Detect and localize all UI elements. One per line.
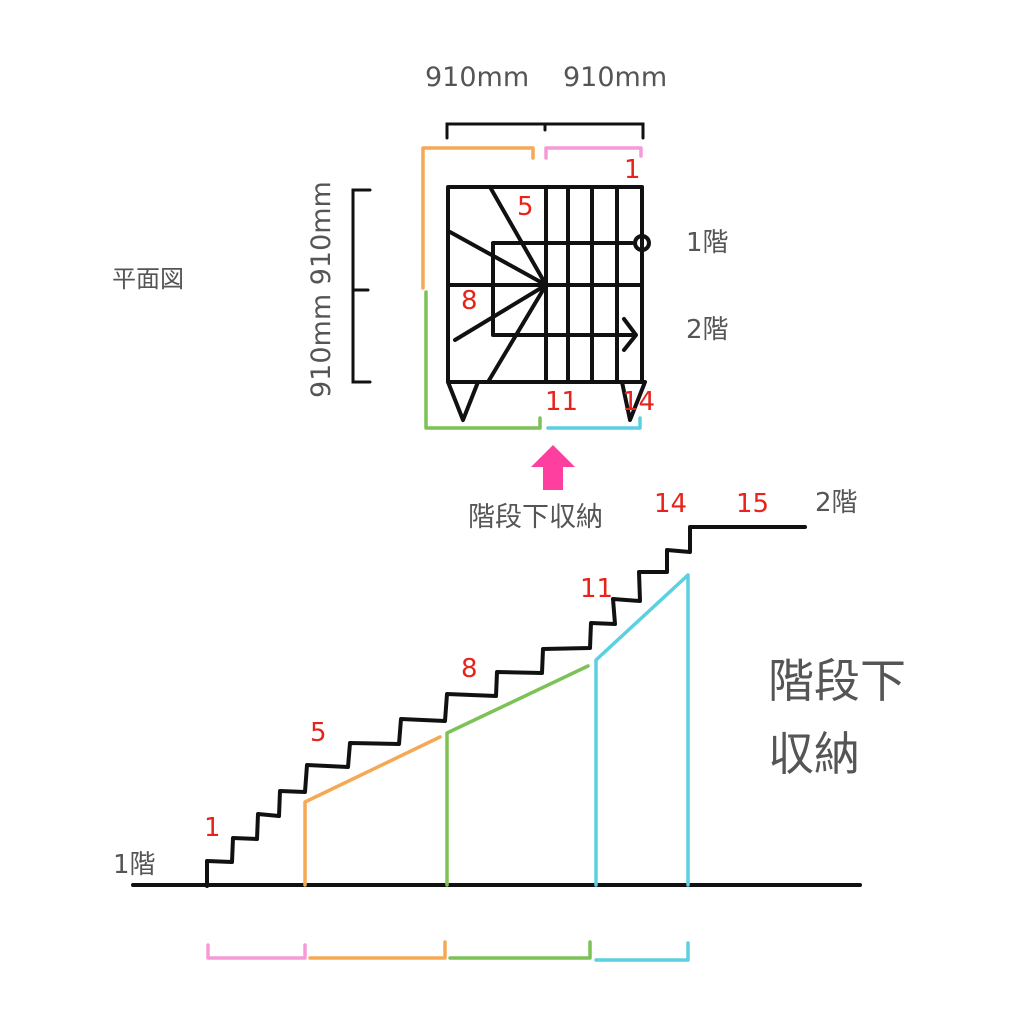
- section-step-11: 11: [580, 574, 613, 604]
- bracket-green: [448, 940, 592, 960]
- triangle-markers-icon: [446, 380, 647, 422]
- start-circle-icon: [633, 234, 651, 252]
- bracket-pink: [206, 943, 307, 960]
- dim-side: 910mm 910mm: [306, 181, 337, 398]
- plan-floor1: 1階: [686, 228, 729, 258]
- storage-green: [445, 664, 590, 887]
- section-storage-line1: 階段下: [768, 654, 906, 708]
- bracket-orange: [308, 940, 447, 960]
- plan-step-8: 8: [461, 286, 478, 316]
- bracket-pink-plan: [544, 146, 643, 160]
- section-storage-line2: 収納: [768, 727, 860, 781]
- plan-step-11: 11: [545, 387, 578, 417]
- arrow-up-icon: [531, 445, 575, 490]
- section-step-15: 15: [736, 489, 769, 519]
- stair-plan: [446, 185, 651, 422]
- bracket-orange-plan: [421, 146, 535, 290]
- bracket-cyan-plan: [546, 416, 642, 430]
- section-step-14: 14: [654, 489, 687, 519]
- plan-floor2: 2階: [686, 315, 729, 345]
- bracket-green-plan: [424, 290, 542, 430]
- dim-line-top: [445, 122, 645, 140]
- winder-lines: [448, 185, 548, 384]
- storage-cyan: [594, 573, 690, 887]
- plan-storage-label: 階段下収納: [468, 502, 603, 533]
- storage-orange: [303, 735, 442, 887]
- section-floor1: 1階: [113, 850, 156, 880]
- section-step-5: 5: [310, 718, 327, 748]
- section-step-8: 8: [461, 654, 478, 684]
- plan-step-1: 1: [624, 155, 641, 185]
- dim-top-left: 910mm: [425, 62, 529, 93]
- direction-arrow-icon: [491, 241, 638, 352]
- dim-line-side: [351, 188, 372, 384]
- stair-profile: [205, 525, 807, 888]
- plan-step-14: 14: [622, 387, 655, 417]
- dim-top-right: 910mm: [563, 62, 667, 93]
- section-floor2: 2階: [815, 488, 858, 518]
- plan-title: 平面図: [112, 265, 184, 293]
- plan-step-5: 5: [517, 192, 534, 222]
- section-step-1: 1: [204, 813, 221, 843]
- bracket-cyan: [594, 941, 690, 962]
